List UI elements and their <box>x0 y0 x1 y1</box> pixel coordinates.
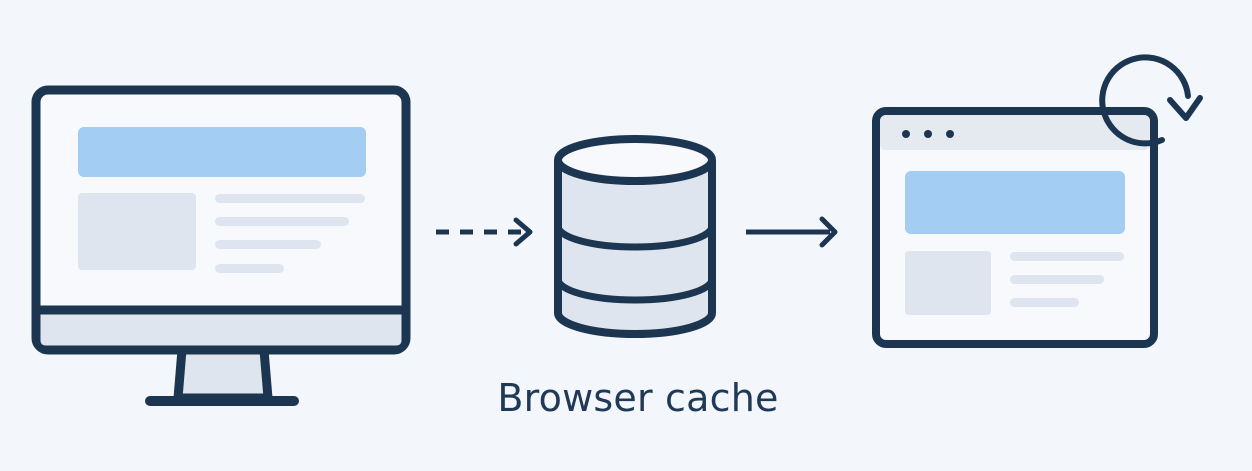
browser-dot-1 <box>902 130 910 138</box>
monitor-hero-block <box>78 127 366 177</box>
dashed-arrow-icon <box>436 217 533 247</box>
solid-arrow-head <box>819 216 838 248</box>
browser-image-block <box>905 251 991 315</box>
refresh-icon <box>1099 54 1203 147</box>
refresh-arrowhead <box>1167 95 1203 121</box>
refresh-arc <box>1099 54 1191 147</box>
monitor-text-line-4 <box>215 264 284 273</box>
monitor-image-block <box>78 193 196 270</box>
browser-text-line-3 <box>1010 298 1079 307</box>
monitor-text-line-3 <box>215 240 321 249</box>
desktop-monitor-icon <box>31 85 411 406</box>
solid-arrow-icon <box>746 216 838 248</box>
browser-dot-2 <box>924 130 932 138</box>
browser-dot-3 <box>946 130 954 138</box>
browser-hero-block <box>905 171 1125 234</box>
monitor-stand-neck <box>173 345 273 403</box>
monitor-text-line-1 <box>215 194 365 203</box>
cylinder-band-2 <box>554 278 716 304</box>
cylinder-band-1 <box>554 225 716 251</box>
monitor-text-line-2 <box>215 217 349 226</box>
cylinder-top <box>554 135 716 185</box>
database-cylinder-icon <box>554 135 716 338</box>
dashed-arrow-head <box>513 217 533 247</box>
browser-window-icon <box>872 107 1158 348</box>
cache-label: Browser cache <box>497 376 779 420</box>
monitor-chin <box>40 312 402 346</box>
browser-text-line-2 <box>1010 275 1104 284</box>
browser-text-line-1 <box>1010 252 1124 261</box>
browser-titlebar <box>880 115 1150 150</box>
